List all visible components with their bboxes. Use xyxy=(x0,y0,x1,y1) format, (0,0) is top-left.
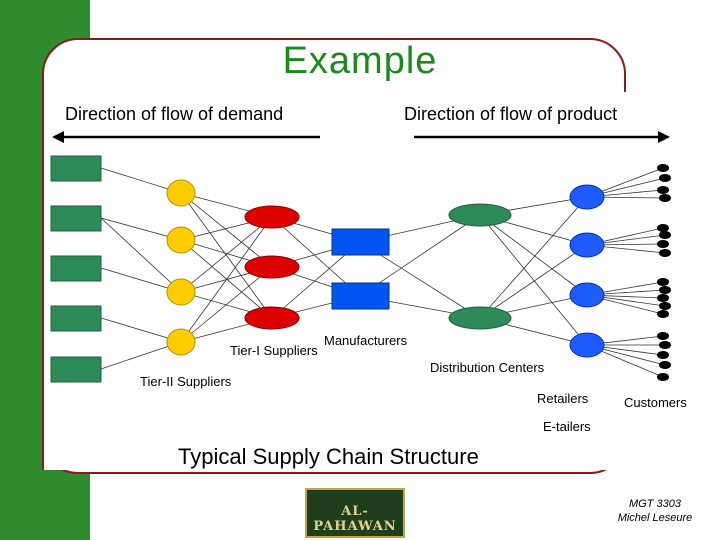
credit-author: Michel Leseure xyxy=(617,512,693,524)
retailer-node xyxy=(569,232,605,258)
link-raw-tier2 xyxy=(100,217,182,293)
university-logo: AL-PAHAWAN xyxy=(305,488,405,538)
customer-node xyxy=(657,310,669,318)
customer-node xyxy=(657,164,669,172)
retailers-label: Retailers xyxy=(537,391,589,406)
customer-node xyxy=(659,302,671,310)
diagram-caption: Typical Supply Chain Structure xyxy=(178,444,479,469)
customer-node xyxy=(659,286,671,294)
raw-material-supplier xyxy=(50,305,102,332)
customer-node xyxy=(657,224,669,232)
credit: MGT 3303 Michel Leseure xyxy=(600,497,710,525)
customer-node xyxy=(659,174,671,182)
customer-node xyxy=(657,373,669,381)
link-tier2-tier1 xyxy=(180,192,273,319)
etailers-label: E-tailers xyxy=(543,419,591,434)
retailer-node xyxy=(569,332,605,358)
customer-node xyxy=(657,332,669,340)
customer-node xyxy=(659,231,671,239)
manufacturer-node xyxy=(331,228,390,256)
product-direction-label: Direction of flow of product xyxy=(404,104,618,124)
link-dc-retailer xyxy=(479,196,588,319)
raw-material-supplier xyxy=(50,205,102,232)
direction-arrows xyxy=(52,131,670,143)
link-tier2-tier1 xyxy=(180,192,273,268)
raw-material-supplier xyxy=(50,255,102,282)
tier1-label: Tier-I Suppliers xyxy=(230,343,318,358)
tier2-supplier-node xyxy=(166,226,196,254)
raw-material-supplier xyxy=(50,356,102,383)
tier2-supplier-node xyxy=(166,328,196,356)
tier1-supplier-node xyxy=(244,205,300,229)
link-tier2-tier1 xyxy=(180,216,273,343)
link-tier2-tier1 xyxy=(180,266,273,343)
customer-node xyxy=(659,194,671,202)
distribution-center-node xyxy=(448,306,512,330)
product-arrowhead xyxy=(658,131,670,143)
demand-arrowhead xyxy=(52,131,64,143)
customer-node xyxy=(659,341,671,349)
customers-label: Customers xyxy=(624,395,687,410)
distribution-center-node xyxy=(448,203,512,227)
retailer-node xyxy=(569,282,605,308)
logo-text: AL-PAHAWAN xyxy=(313,504,397,534)
link-dc-retailer xyxy=(479,214,588,296)
link-tier2-tier1 xyxy=(180,216,273,293)
manufacturers-label: Manufacturers xyxy=(324,333,408,348)
demand-direction-label: Direction of flow of demand xyxy=(65,104,284,124)
customer-node xyxy=(657,240,669,248)
diagram-area xyxy=(42,92,719,470)
manufacturer-node xyxy=(331,282,390,310)
distribution-label: Distribution Centers xyxy=(430,360,545,375)
retailer-node xyxy=(569,184,605,210)
tier2-label: Tier-II Suppliers xyxy=(140,374,232,389)
customer-node xyxy=(657,294,669,302)
tier1-supplier-node xyxy=(244,306,300,330)
link-dc-retailer xyxy=(479,214,588,346)
link-dc-retailer xyxy=(479,244,588,319)
credit-course: MGT 3303 xyxy=(629,498,681,510)
customer-node xyxy=(657,186,669,194)
tier2-supplier-node xyxy=(166,179,196,207)
customer-node xyxy=(659,249,671,257)
tier2-supplier-node xyxy=(166,278,196,306)
tier1-supplier-node xyxy=(244,255,300,279)
slide-title: Example xyxy=(282,40,438,82)
customer-node xyxy=(659,361,671,369)
customer-node xyxy=(657,351,669,359)
customer-node xyxy=(657,278,669,286)
raw-material-supplier xyxy=(50,155,102,182)
